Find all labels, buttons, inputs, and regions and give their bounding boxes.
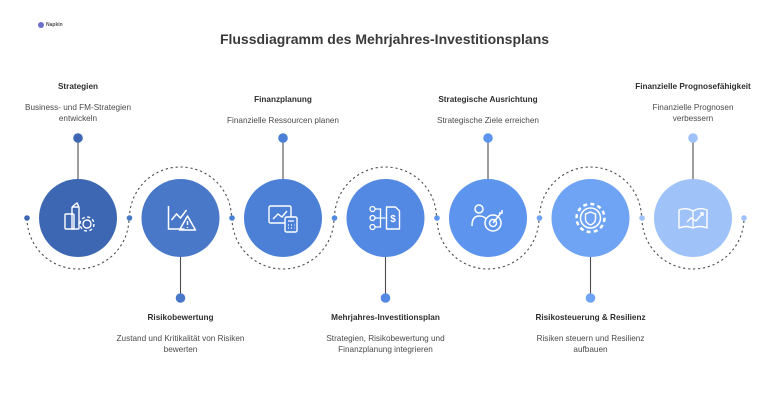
- step-description: Finanzielle Ressourcen planen: [227, 115, 339, 125]
- step-title: Strategische Ausrichtung: [438, 95, 538, 104]
- label-dot: [483, 133, 493, 143]
- step-description: Strategische Ziele erreichen: [437, 115, 539, 125]
- step-title: Risikobewertung: [147, 313, 214, 322]
- building-gear-icon: [64, 201, 95, 232]
- label-dot: [688, 133, 698, 143]
- step-title: Strategien: [57, 82, 99, 91]
- diagram-title: Flussdiagramm des Mehrjahres-Investition…: [219, 31, 550, 47]
- step-description: Zustand und Kritikalität von Risiken bew…: [116, 333, 245, 355]
- gear-shield-icon: [575, 202, 606, 234]
- connector-dot: [536, 215, 543, 221]
- connector-dot: [434, 215, 440, 221]
- book-chart-icon: [678, 208, 708, 229]
- svg-text:$: $: [390, 214, 396, 225]
- connector-dot: [741, 215, 747, 221]
- label-dot: [73, 133, 83, 143]
- connector-dot: [229, 215, 235, 221]
- step-title: Finanzplanung: [254, 95, 312, 104]
- label-dot: [380, 293, 391, 303]
- connector-dot: [24, 215, 30, 221]
- flow-document-dollar-icon: $: [369, 205, 401, 231]
- step-circle: [39, 179, 117, 257]
- step-description: Risiken steuern und Resilienz aufbauen: [536, 333, 645, 355]
- label-dot: [585, 293, 596, 303]
- step-circle: [449, 179, 527, 257]
- chart-calculator-icon: [268, 205, 298, 233]
- logo: Napkin: [38, 22, 63, 28]
- step-description: Strategien, Risikobewertung und Finanzpl…: [326, 333, 445, 355]
- logo-text: Napkin: [46, 22, 63, 28]
- label-dot: [175, 293, 186, 303]
- connector-dot: [126, 215, 133, 221]
- step-description: Business- und FM-Strategien entwickeln: [24, 102, 132, 124]
- person-target-icon: [471, 204, 503, 232]
- step-description: Finanzielle Prognosen verbessern: [652, 102, 734, 124]
- connector-dot: [331, 215, 338, 221]
- step-title: Finanzielle Prognosefähigkeit: [635, 82, 751, 91]
- step-circle: [244, 179, 322, 257]
- chart-warning-icon: [167, 206, 197, 231]
- step-title: Risikosteuerung & Resilienz: [535, 313, 646, 322]
- connector-dot: [639, 215, 645, 221]
- label-dot: [278, 133, 288, 143]
- step-circle: [551, 179, 630, 257]
- logo-mark-icon: [38, 22, 44, 28]
- step-title: Mehrjahres-Investitionsplan: [331, 313, 440, 322]
